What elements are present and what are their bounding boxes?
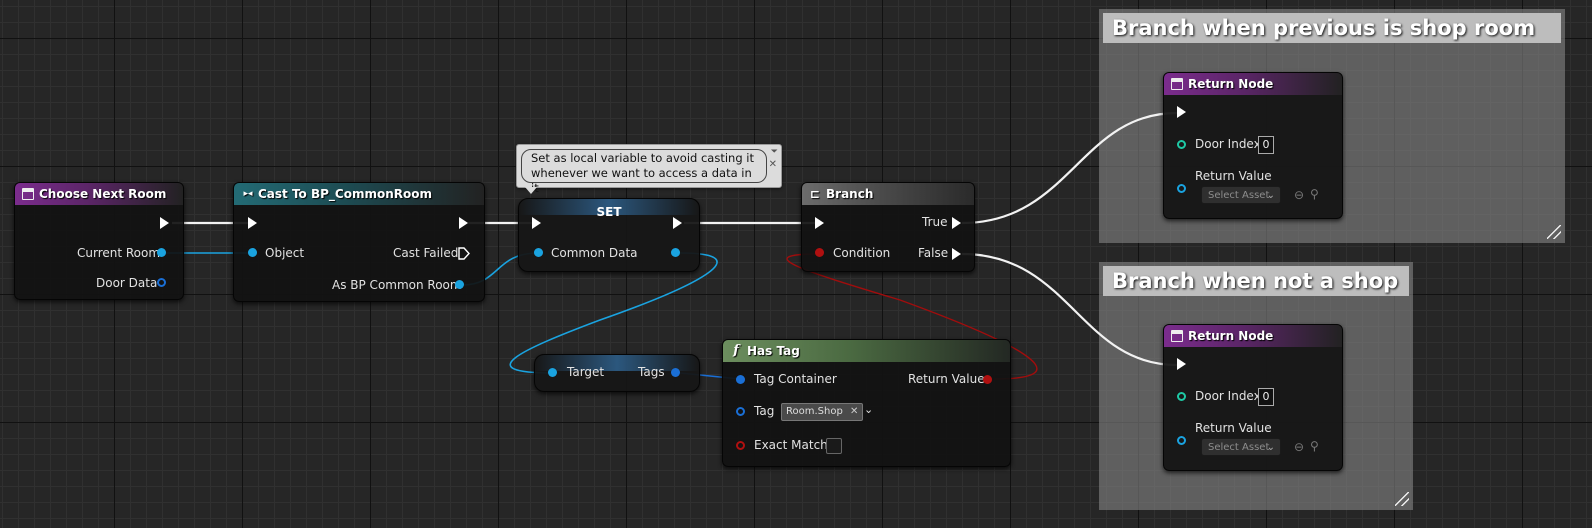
cast-failed-pin[interactable] (458, 247, 470, 260)
node-comment-bubble[interactable]: Set as local variable to avoid casting i… (516, 144, 782, 195)
node-header[interactable]: ▸◂ Cast To BP_CommonRoom (234, 183, 484, 205)
return-value-pin[interactable] (1177, 436, 1186, 445)
node-glow (519, 199, 699, 215)
close-comment-icon[interactable]: ✕ (768, 159, 777, 170)
false-exec-pin[interactable] (952, 248, 961, 260)
tags-out-pin[interactable] (671, 368, 680, 377)
pin-label-return-value: Return Value (1195, 169, 1272, 183)
exec-in-pin[interactable] (248, 217, 257, 229)
pin-label-current-room: Current Room (77, 246, 161, 260)
bubble-tail (525, 187, 537, 194)
pin-label-return-value: Return Value (1195, 421, 1272, 435)
cast-to-common-room-node[interactable]: ▸◂ Cast To BP_CommonRoom (233, 182, 485, 302)
node-title: SET (596, 205, 622, 219)
door-data-pin[interactable] (157, 278, 166, 287)
search-icon[interactable]: ⚲ (1310, 187, 1319, 201)
chevron-down-icon: ⌄ (1266, 442, 1275, 453)
tag-container-pin[interactable] (736, 375, 745, 384)
cast-icon: ▸◂ (243, 189, 253, 199)
node-title: Choose Next Room (39, 187, 167, 201)
door-index-pin[interactable] (1177, 140, 1186, 149)
condition-pin[interactable] (815, 248, 824, 257)
door-index-pin[interactable] (1177, 392, 1186, 401)
exact-match-pin[interactable] (736, 441, 745, 450)
exec-out-pin[interactable] (459, 217, 468, 229)
browse-icon[interactable]: ⊖ (1294, 440, 1305, 454)
pin-label-condition: Condition (833, 246, 891, 260)
resize-handle-icon[interactable] (1395, 492, 1409, 506)
pin-comment-icon[interactable]: ⏷ (770, 147, 778, 157)
pin-label-object: Object (265, 246, 305, 260)
common-data-in-pin[interactable] (534, 248, 543, 257)
comment-line: whenever we want to access a data in it (531, 166, 752, 195)
exec-in-pin[interactable] (532, 217, 541, 229)
pin-label-door-data: Door Data (96, 276, 158, 290)
node-header[interactable]: Choose Next Room (15, 183, 183, 205)
exec-in-pin[interactable] (1177, 106, 1186, 118)
pin-label-door-index: Door Index (1195, 389, 1261, 403)
pin-label-true: True (922, 215, 948, 229)
exact-match-checkbox[interactable] (826, 438, 842, 454)
select-asset-dropdown[interactable]: Select Asset ⌄ (1201, 438, 1281, 456)
comment-title[interactable]: Branch when not a shop (1103, 266, 1409, 296)
node-header[interactable]: Return Node (1164, 325, 1342, 347)
pin-label-tags: Tags (638, 365, 665, 379)
chevron-down-icon[interactable]: ⌄ (864, 403, 874, 416)
comment-title[interactable]: Branch when previous is shop room (1103, 13, 1561, 43)
tag-value: Room.Shop (786, 406, 843, 417)
node-header[interactable]: f Has Tag (723, 340, 1010, 362)
pin-label-tag-container: Tag Container (754, 372, 837, 386)
pin-label-exact-match: Exact Match (754, 438, 828, 452)
current-room-pin[interactable] (157, 248, 166, 257)
set-node[interactable]: SET (518, 198, 700, 272)
comment-text: Set as local variable to avoid casting i… (521, 149, 767, 195)
remove-tag-icon[interactable]: ✕ (850, 406, 859, 417)
select-asset-dropdown[interactable]: Select Asset ⌄ (1201, 186, 1281, 204)
node-title: Branch (826, 187, 874, 201)
pin-label-tag: Tag (754, 404, 775, 418)
return-node-icon (1171, 330, 1183, 342)
resize-handle-icon[interactable] (1547, 225, 1561, 239)
node-title: Cast To BP_CommonRoom (258, 187, 432, 201)
tag-pin[interactable] (736, 407, 745, 416)
pin-label-target: Target (567, 365, 605, 379)
target-pin[interactable] (548, 368, 557, 377)
exec-in-pin[interactable] (1177, 358, 1186, 370)
select-asset-label: Select Asset (1208, 190, 1270, 201)
node-header[interactable]: ⊏ Branch (802, 183, 974, 205)
node-title: Has Tag (747, 344, 800, 358)
function-icon: f (733, 343, 739, 358)
pin-label-return-value: Return Value (908, 372, 985, 386)
exec-in-pin[interactable] (815, 217, 824, 229)
return-node-icon (1171, 78, 1183, 90)
exec-out-pin[interactable] (673, 217, 682, 229)
return-value-pin[interactable] (1177, 184, 1186, 193)
common-data-out-pin[interactable] (671, 248, 680, 257)
tag-value-chip[interactable]: Room.Shop ✕ (781, 403, 864, 421)
search-icon[interactable]: ⚲ (1310, 439, 1319, 453)
pin-label-common-data: Common Data (551, 246, 638, 260)
door-index-value[interactable]: 0 (1258, 388, 1274, 406)
browse-icon[interactable]: ⊖ (1294, 188, 1305, 202)
chevron-down-icon: ⌄ (1266, 190, 1275, 201)
true-exec-pin[interactable] (952, 217, 961, 229)
comment-line: Set as local variable to avoid casting i… (531, 151, 754, 165)
node-header[interactable]: Return Node (1164, 73, 1342, 95)
node-title: Return Node (1188, 329, 1274, 343)
exec-out-pin[interactable] (160, 217, 169, 229)
door-index-value[interactable]: 0 (1258, 136, 1274, 154)
pin-label-as-common-room: As BP Common Room (332, 278, 462, 292)
branch-icon: ⊏ (809, 187, 821, 201)
choose-next-room-node[interactable]: Choose Next Room (14, 182, 184, 300)
as-common-room-pin[interactable] (455, 280, 464, 289)
pin-label-false: False (918, 246, 949, 260)
pin-label-door-index: Door Index (1195, 137, 1261, 151)
object-pin[interactable] (248, 248, 257, 257)
pin-label-cast-failed: Cast Failed (393, 246, 459, 260)
select-asset-label: Select Asset (1208, 442, 1270, 453)
function-entry-icon (22, 188, 34, 200)
node-title: Return Node (1188, 77, 1274, 91)
return-value-pin[interactable] (983, 375, 992, 384)
